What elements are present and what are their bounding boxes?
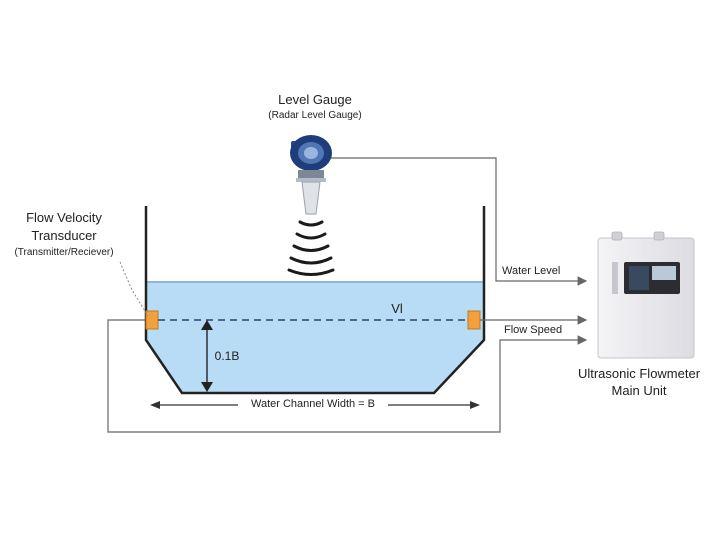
level-gauge-title: Level Gauge xyxy=(278,92,352,107)
water-body xyxy=(146,282,484,393)
level-gauge-cable xyxy=(330,157,588,286)
radar-level-gauge xyxy=(290,135,332,215)
water-level-signal-label: Water Level xyxy=(502,265,561,277)
transducer-right xyxy=(467,310,481,330)
transducer-title-line2: Transducer xyxy=(31,228,97,243)
left-transducer-cable xyxy=(107,319,588,433)
vl-label: Vl xyxy=(391,301,403,316)
main-unit-title-line1: Ultrasonic Flowmeter xyxy=(577,366,701,381)
transducer-left xyxy=(145,310,159,330)
depth-arrow-top xyxy=(201,320,213,330)
width-arrow-left xyxy=(150,401,160,409)
depth-arrow-bottom xyxy=(201,382,213,392)
depth-label: 0.1B xyxy=(214,349,240,363)
level-gauge-subtitle: (Radar Level Gauge) xyxy=(268,110,362,121)
transducer-subtitle: (Transmitter/Reciever) xyxy=(14,247,114,258)
transducer-leader xyxy=(119,261,149,317)
flow-speed-signal-label: Flow Speed xyxy=(504,324,563,336)
flowmeter-main-unit xyxy=(597,231,695,359)
width-arrow-right xyxy=(470,401,480,409)
radar-waves xyxy=(287,220,335,276)
transducer-title-line1: Flow Velocity xyxy=(26,210,102,225)
main-unit-title-line2: Main Unit xyxy=(611,383,667,398)
width-label-bg xyxy=(238,396,388,414)
width-label: Water Channel Width = B xyxy=(250,398,375,410)
